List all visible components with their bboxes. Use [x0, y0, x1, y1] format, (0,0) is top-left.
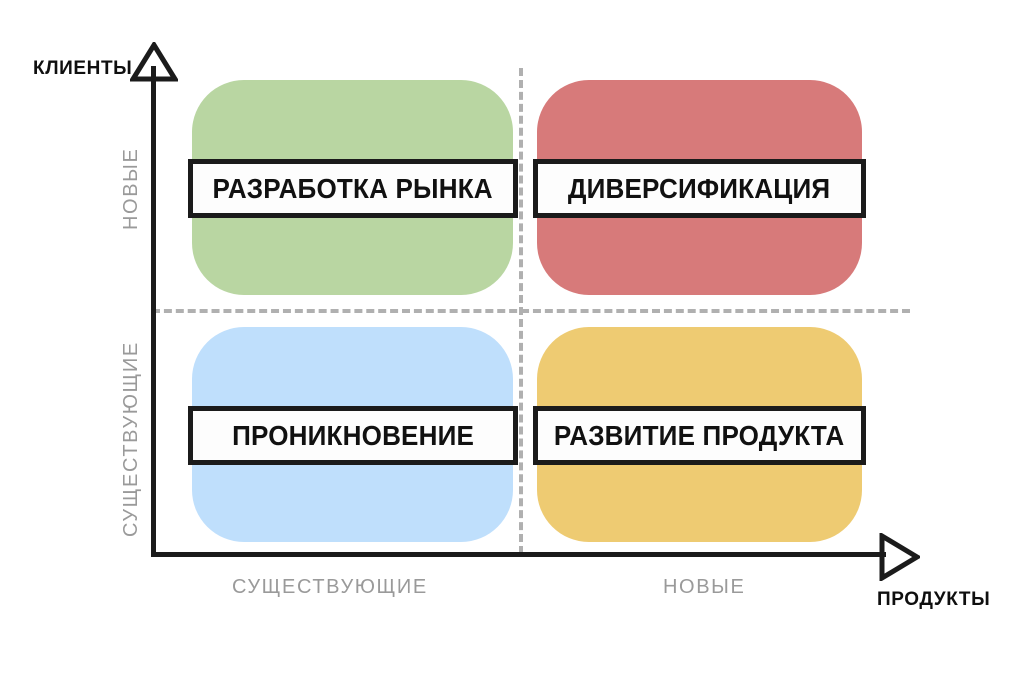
arrow-right-icon — [878, 531, 922, 586]
x-axis-title: ПРОДУКТЫ — [877, 589, 991, 610]
quadrant-label-market-development: РАЗРАБОТКА РЫНКА — [212, 172, 494, 204]
x-axis-line — [151, 552, 886, 557]
arrow-up-icon — [128, 40, 180, 87]
quadrant-label-product-development: РАЗВИТИЕ ПРОДУКТА — [554, 419, 845, 451]
quadrant-label-diversification: ДИВЕРСИФИКАЦИЯ — [568, 172, 831, 204]
divider-vertical — [519, 68, 523, 554]
y-axis-line — [151, 66, 156, 557]
y-axis-tick-new: НОВЫЕ — [120, 147, 142, 230]
label-box-product-development[interactable]: РАЗВИТИЕ ПРОДУКТА — [533, 406, 866, 465]
y-axis-title: КЛИЕНТЫ — [33, 58, 133, 79]
label-box-penetration[interactable]: ПРОНИКНОВЕНИЕ — [188, 406, 518, 465]
label-box-diversification[interactable]: ДИВЕРСИФИКАЦИЯ — [533, 159, 866, 218]
divider-horizontal — [152, 309, 910, 313]
quadrant-label-penetration: ПРОНИКНОВЕНИЕ — [232, 419, 474, 451]
x-axis-tick-existing: СУЩЕСТВУЮЩИЕ — [232, 576, 428, 598]
x-axis-tick-new: НОВЫЕ — [663, 576, 746, 598]
label-box-market-development[interactable]: РАЗРАБОТКА РЫНКА — [188, 159, 518, 218]
y-axis-tick-existing: СУЩЕСТВУЮЩИЕ — [120, 341, 142, 537]
